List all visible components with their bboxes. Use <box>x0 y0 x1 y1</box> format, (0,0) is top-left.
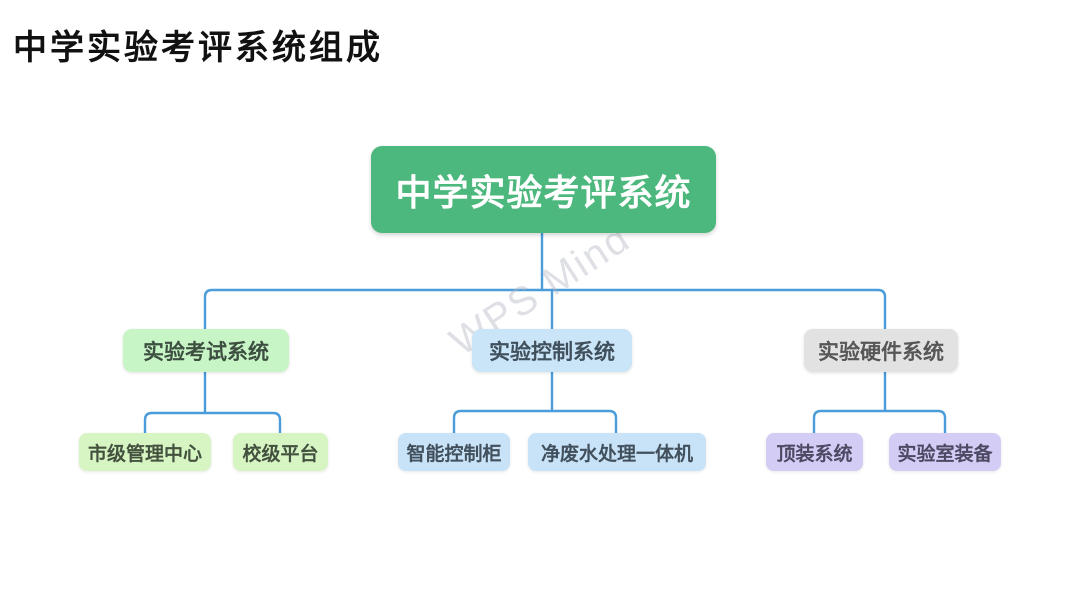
node-root-exam-evaluation-system: 中学实验考评系统 <box>371 146 716 233</box>
node-exam-system: 实验考试系统 <box>123 329 289 372</box>
node-control-system: 实验控制系统 <box>472 329 632 372</box>
node-hardware-system: 实验硬件系统 <box>804 329 958 372</box>
node-top-mounted-system: 顶装系统 <box>766 433 863 471</box>
node-lab-equipment: 实验室装备 <box>889 433 1001 471</box>
node-city-management-center: 市级管理中心 <box>79 433 211 471</box>
node-school-platform: 校级平台 <box>233 433 328 471</box>
node-wastewater-treatment-machine: 净废水处理一体机 <box>528 433 706 471</box>
node-smart-control-cabinet: 智能控制柜 <box>398 433 510 471</box>
page-title: 中学实验考评系统组成 <box>13 30 383 67</box>
